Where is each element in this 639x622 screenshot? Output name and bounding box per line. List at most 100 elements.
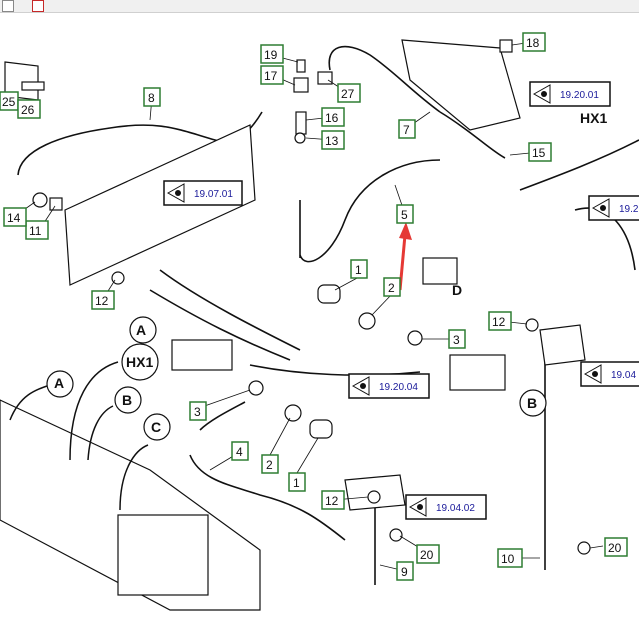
washer-12-right	[525, 318, 539, 332]
eye-icon	[408, 497, 427, 517]
svg-text:14: 14	[7, 211, 21, 225]
callout-20[interactable]: 20	[416, 544, 440, 564]
eye-icon	[591, 198, 610, 218]
callout-16[interactable]: 16	[321, 107, 345, 127]
view-letter-B: B	[527, 395, 537, 411]
svg-text:12: 12	[492, 315, 506, 329]
svg-text:20: 20	[608, 541, 622, 555]
section-ref-19-20-04[interactable]: 19.20.04	[348, 373, 430, 399]
nut-14	[32, 192, 48, 208]
arrow-to-B	[87, 405, 114, 461]
callout-3[interactable]: 3	[448, 329, 466, 349]
section-ref-19-07-01[interactable]: 19.07.01	[163, 180, 243, 206]
svg-text:12: 12	[325, 494, 339, 508]
section-ref-19-04-02[interactable]: 19.04.02	[405, 494, 487, 520]
svg-text:19.04: 19.04	[611, 370, 636, 381]
callout-2[interactable]: 2	[383, 277, 401, 297]
hose-right	[519, 139, 639, 191]
callout-2[interactable]: 2	[261, 454, 279, 474]
callout-15[interactable]: 15	[528, 142, 552, 162]
view-arrows	[9, 361, 149, 511]
hose-mid-b	[149, 289, 291, 361]
svg-text:3: 3	[194, 405, 201, 419]
fitting-11	[49, 197, 63, 211]
callout-12[interactable]: 12	[488, 311, 512, 331]
hydraulic-exploded-diagram: A A B B C D HX1 HX1 19.20.01 19.07.01 19…	[0, 32, 639, 611]
view-letter-C: C	[151, 419, 161, 435]
hose-right-b	[574, 207, 636, 271]
connector-1-top	[317, 284, 341, 304]
callout-18[interactable]: 18	[522, 32, 546, 52]
svg-text:1: 1	[355, 263, 362, 277]
fittings	[21, 39, 591, 555]
view-letter-B: B	[122, 392, 132, 408]
callout-14[interactable]: 14	[3, 207, 27, 227]
view-circle-C	[143, 413, 171, 441]
bracket-12-right	[539, 324, 586, 366]
callout-12[interactable]: 12	[91, 290, 115, 310]
section-ref-19-2[interactable]: 19.2	[588, 195, 639, 221]
svg-text:19.04.02: 19.04.02	[436, 503, 475, 514]
callout-13[interactable]: 13	[321, 130, 345, 150]
svg-text:9: 9	[401, 565, 408, 579]
svg-text:3: 3	[453, 333, 460, 347]
toolbar-button-icon[interactable]	[2, 0, 14, 12]
callout-26[interactable]: 26	[17, 99, 41, 119]
callout-5[interactable]: 5	[396, 204, 414, 224]
section-ref-19-20-01[interactable]: 19.20.01	[529, 81, 611, 107]
hose-mid-a	[159, 269, 301, 351]
callout-10[interactable]: 10	[497, 548, 523, 568]
callout-7[interactable]: 7	[398, 119, 416, 139]
nut-20-bottom	[389, 528, 403, 542]
hose-lines	[17, 45, 639, 585]
hose-top	[328, 45, 441, 113]
svg-text:27: 27	[341, 87, 355, 101]
svg-text:4: 4	[236, 445, 243, 459]
callout-20[interactable]: 20	[604, 537, 628, 557]
hose-4b	[199, 401, 246, 431]
view-circles	[46, 316, 547, 441]
svg-text:10: 10	[501, 552, 515, 566]
fitting-27	[317, 71, 333, 85]
view-circle-A-left	[46, 370, 74, 398]
svg-text:15: 15	[532, 146, 546, 160]
svg-text:18: 18	[526, 36, 540, 50]
hx1-label-bubble: HX1	[126, 354, 153, 370]
eye-icon	[583, 364, 602, 384]
svg-text:19: 19	[264, 48, 278, 62]
main-plate	[64, 124, 256, 286]
hx1-label-top: HX1	[580, 110, 607, 126]
callout-4[interactable]: 4	[231, 441, 249, 461]
svg-text:13: 13	[325, 134, 339, 148]
valve-block-b	[449, 354, 506, 391]
callout-19[interactable]: 19	[260, 44, 284, 64]
callout-3[interactable]: 3	[189, 401, 207, 421]
washer-3-top	[407, 330, 423, 346]
callout-1[interactable]: 1	[288, 472, 306, 492]
svg-text:5: 5	[401, 208, 408, 222]
valve-block-d	[422, 257, 458, 285]
callout-12[interactable]: 12	[321, 490, 345, 510]
svg-text:19.20.04: 19.20.04	[379, 382, 418, 393]
callout-17[interactable]: 17	[260, 65, 284, 85]
callout-25[interactable]: 25	[0, 91, 19, 111]
svg-text:26: 26	[21, 103, 35, 117]
washer-12	[111, 271, 125, 285]
valve-block-a	[171, 339, 233, 371]
washer-12-bottom	[367, 490, 381, 504]
svg-text:11: 11	[29, 224, 42, 238]
view-letter-D: D	[452, 282, 462, 298]
callout-8[interactable]: 8	[143, 87, 161, 107]
view-letters: A A B B C D HX1 HX1	[54, 110, 607, 435]
bolt-25-26	[21, 81, 45, 91]
callout-1[interactable]: 1	[350, 259, 368, 279]
part-callouts: 1 1 2 2 3 3 4 5 7 8 9 10 11 12 12 12 13 …	[0, 32, 628, 581]
callout-9[interactable]: 9	[396, 561, 414, 581]
export-icon[interactable]	[32, 0, 44, 12]
section-ref-19-04[interactable]: 19.04	[580, 361, 639, 387]
svg-text:19.2: 19.2	[619, 204, 639, 215]
view-circle-A-mid	[129, 316, 157, 344]
callout-11[interactable]: 11	[25, 220, 49, 240]
callout-27[interactable]: 27	[337, 83, 361, 103]
svg-text:17: 17	[264, 69, 278, 83]
